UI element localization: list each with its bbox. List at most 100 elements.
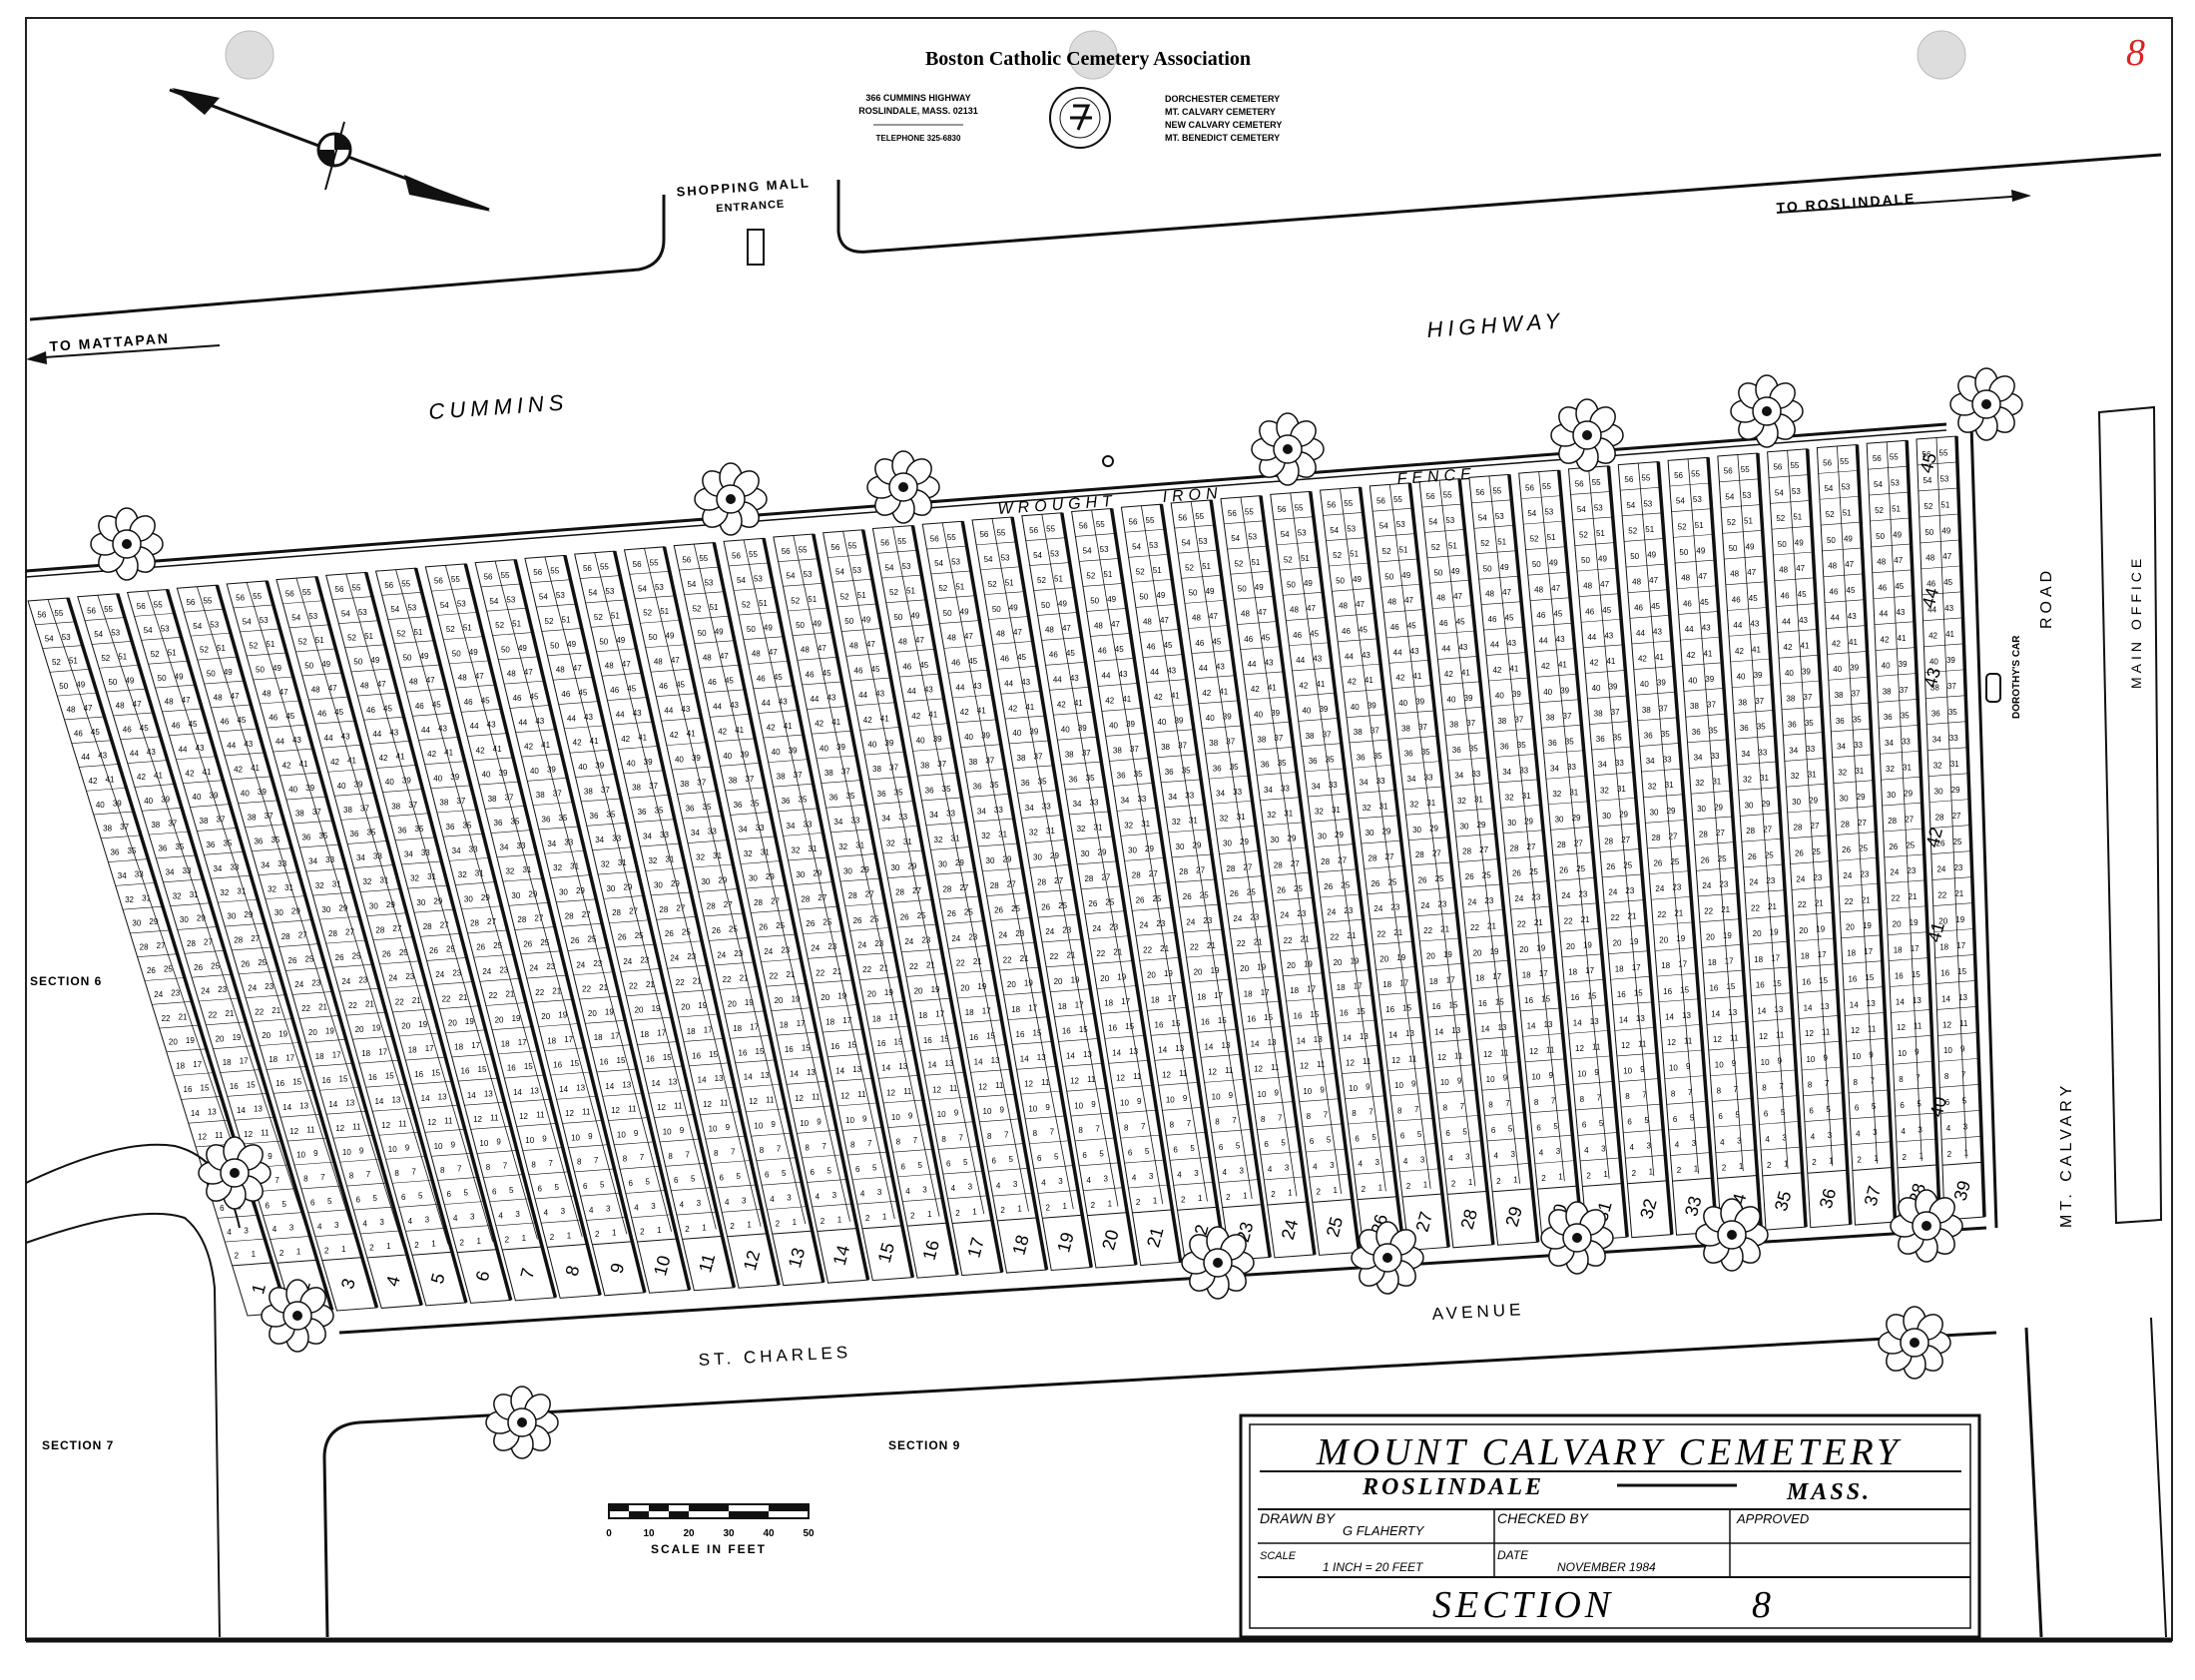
lot-number: 3 bbox=[1013, 1180, 1018, 1189]
lot-number: 11 bbox=[1317, 1060, 1326, 1069]
lot-number: 30 bbox=[1223, 840, 1232, 848]
lot-number: 52 bbox=[495, 621, 504, 630]
lot-number: 28 bbox=[1888, 817, 1897, 826]
lot-number: 50 bbox=[1630, 552, 1639, 561]
lot-number: 31 bbox=[713, 851, 722, 860]
lot-number: 38 bbox=[968, 758, 977, 767]
lot-number: 56 bbox=[87, 606, 96, 615]
lot-number: 55 bbox=[996, 529, 1005, 538]
lot-number: 12 bbox=[1300, 1062, 1309, 1071]
title-block: MOUNT CALVARY CEMETERY ROSLINDALE MASS. … bbox=[1239, 1413, 1981, 1639]
lot-number: 23 bbox=[968, 932, 977, 941]
tree-icon bbox=[1351, 1221, 1424, 1295]
lot-number: 7 bbox=[1232, 1116, 1237, 1125]
row-number: 39 bbox=[1950, 1179, 1975, 1204]
lot-number: 17 bbox=[1911, 944, 1920, 953]
lot-number: 30 bbox=[274, 908, 283, 917]
row-number: 27 bbox=[1412, 1210, 1437, 1235]
lot-number: 24 bbox=[670, 954, 679, 963]
lot-number: 17 bbox=[1168, 994, 1177, 1003]
lot-number: 13 bbox=[991, 1056, 1000, 1065]
lot-number: 47 bbox=[1551, 584, 1560, 593]
lot-number: 21 bbox=[1207, 941, 1216, 950]
lot-number: 27 bbox=[1952, 812, 1961, 821]
lot-number: 53 bbox=[754, 574, 763, 583]
lot-number: 20 bbox=[1566, 942, 1575, 951]
lot-number: 18 bbox=[825, 1018, 834, 1027]
lot-number: 24 bbox=[1936, 864, 1945, 873]
lot-number: 54 bbox=[687, 580, 696, 589]
row-number: 4 bbox=[382, 1274, 404, 1289]
lot-number: 56 bbox=[484, 572, 493, 581]
lot-number: 21 bbox=[879, 964, 888, 973]
lot-number: 6 bbox=[1945, 1098, 1950, 1107]
lot-number: 53 bbox=[1693, 495, 1702, 504]
lot-number: 30 bbox=[1176, 842, 1185, 851]
lot-number: 34 bbox=[1073, 800, 1082, 809]
lot-number: 15 bbox=[1449, 1001, 1458, 1010]
tree-icon bbox=[1251, 412, 1325, 486]
lot-number: 36 bbox=[110, 847, 119, 856]
lot-number: 54 bbox=[1132, 543, 1141, 552]
lot-number: 23 bbox=[1437, 899, 1446, 908]
lot-number: 25 bbox=[776, 921, 785, 930]
lot-number: 26 bbox=[1701, 855, 1710, 864]
lot-number: 9 bbox=[542, 1135, 547, 1144]
lot-number: 26 bbox=[665, 929, 674, 938]
lot-number: 4 bbox=[408, 1217, 413, 1226]
lot-number: 1 bbox=[1153, 1197, 1158, 1206]
lot-number: 22 bbox=[1190, 942, 1199, 951]
lot-number: 29 bbox=[197, 914, 206, 923]
lot-number: 11 bbox=[1133, 1072, 1142, 1081]
lot-number: 50 bbox=[1827, 536, 1836, 545]
lot-number: 8 bbox=[1854, 1078, 1859, 1087]
lot-number: 2 bbox=[1632, 1169, 1637, 1178]
lot-number: 31 bbox=[1046, 827, 1055, 836]
lot-number: 44 bbox=[130, 749, 139, 758]
lot-number: 31 bbox=[1760, 774, 1769, 783]
lot-number: 31 bbox=[284, 883, 293, 892]
lot-number: 11 bbox=[1776, 1031, 1785, 1040]
lot-number: 43 bbox=[1021, 678, 1030, 687]
lot-number: 30 bbox=[938, 860, 947, 869]
lot-number: 20 bbox=[1379, 955, 1388, 964]
lot-number: 33 bbox=[1233, 788, 1242, 797]
lot-number: 28 bbox=[801, 895, 810, 904]
lot-number: 15 bbox=[1819, 976, 1828, 985]
lot-number: 36 bbox=[1548, 739, 1557, 748]
lot-number: 13 bbox=[1268, 1038, 1277, 1047]
lot-number: 39 bbox=[1174, 716, 1183, 725]
lot-number: 6 bbox=[492, 1187, 497, 1196]
tree-group bbox=[90, 367, 2023, 1459]
lot-number: 49 bbox=[1844, 534, 1853, 543]
lot-number: 26 bbox=[1465, 872, 1474, 881]
lot-number: 14 bbox=[1941, 994, 1950, 1003]
lot-number: 1 bbox=[657, 1226, 662, 1235]
lot-number: 27 bbox=[1196, 866, 1205, 875]
lot-number: 10 bbox=[342, 1148, 351, 1157]
lot-number: 49 bbox=[910, 611, 919, 620]
st-charles-label: ST. CHARLES bbox=[698, 1343, 851, 1370]
lot-number: 13 bbox=[761, 1071, 770, 1080]
lot-number: 31 bbox=[1808, 771, 1817, 780]
lot-number: 17 bbox=[889, 1013, 898, 1022]
lot-number: 55 bbox=[501, 571, 510, 580]
lot-number: 4 bbox=[1041, 1179, 1046, 1188]
lot-number: 41 bbox=[493, 745, 502, 754]
scale-tick-10: 10 bbox=[643, 1528, 655, 1539]
lot-number: 28 bbox=[1462, 847, 1471, 856]
lot-number: 23 bbox=[1813, 873, 1822, 882]
row-number: 32 bbox=[1636, 1197, 1661, 1222]
lot-number: 55 bbox=[54, 609, 63, 618]
lot-number: 24 bbox=[1327, 907, 1336, 916]
lot-number: 9 bbox=[1869, 1051, 1874, 1060]
lot-number: 25 bbox=[823, 918, 831, 927]
lot-number: 6 bbox=[1855, 1104, 1860, 1113]
lot-number: 34 bbox=[166, 868, 175, 877]
lot-number: 19 bbox=[1257, 963, 1266, 972]
lot-number: 34 bbox=[118, 871, 127, 880]
lot-number: 32 bbox=[1695, 779, 1704, 788]
lot-number: 23 bbox=[1907, 866, 1916, 875]
